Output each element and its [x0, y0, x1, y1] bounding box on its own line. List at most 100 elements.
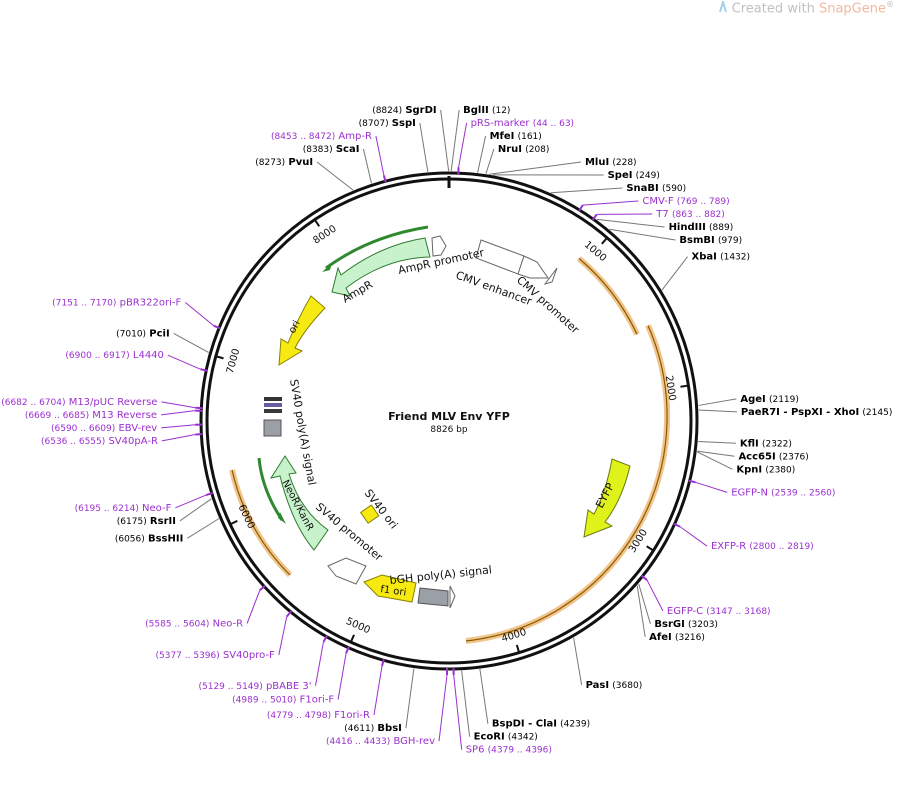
enzyme-label-ecori: EcoRI (4342)	[474, 732, 538, 743]
primer-name: EGFP-C	[667, 606, 703, 617]
primer-label-t7: T7 (863 .. 882)	[655, 209, 725, 220]
primer-range: (4416 .. 4433)	[326, 737, 390, 747]
primer-label-neo-f: (6195 .. 6214) Neo-F	[75, 503, 172, 514]
primer-label-sp6: SP6 (4379 .. 4396)	[466, 745, 552, 756]
leader-line	[161, 424, 196, 429]
feature-arcs	[257, 225, 631, 609]
enzyme-site: (3203)	[688, 620, 718, 630]
primer-range: (2539 .. 2560)	[771, 488, 835, 498]
enzyme-site: (228)	[612, 158, 636, 168]
label-bgh-polya: bGH poly(A) signal	[389, 563, 492, 587]
leader-line	[696, 451, 733, 470]
leader-line	[698, 398, 737, 406]
enzyme-name: KflI	[740, 438, 759, 449]
m13-box-2	[264, 403, 282, 407]
enzyme-site: (6056)	[115, 534, 145, 544]
leader-line	[479, 669, 489, 724]
leader-line	[184, 302, 214, 327]
enzyme-name: XbaI	[692, 252, 717, 263]
leader-line	[638, 583, 651, 625]
primer-site-mark	[688, 479, 696, 484]
primer-name: pBR322ori-F	[120, 297, 182, 308]
primer-range: (7151 .. 7170)	[52, 298, 116, 308]
enzyme-site: (2380)	[765, 465, 795, 475]
primer-range: (5377 .. 5396)	[155, 651, 219, 661]
enzyme-label-bsshii: (6056) BssHII	[115, 533, 183, 544]
watermark-brand: SnapGene	[818, 1, 886, 17]
primer-site-mark	[382, 175, 387, 183]
primer-name: EGFP-N	[731, 487, 768, 498]
label-f1-ori: f1 ori	[380, 584, 407, 599]
ampr-promoter-arrow	[431, 235, 447, 257]
leader-line	[314, 641, 324, 686]
tick-mark	[680, 384, 689, 388]
ori-arrow	[278, 295, 326, 366]
enzyme-name: EcoRI	[474, 732, 505, 743]
eyfp-highlight	[229, 256, 670, 644]
primer-label-neo-r: (5585 .. 5604) Neo-R	[145, 618, 243, 629]
m13-box-1	[264, 397, 282, 401]
enzyme-label-hindiii: HindIII (889)	[669, 222, 734, 233]
leader-line	[375, 135, 385, 176]
leader-line	[161, 401, 196, 409]
leader-line	[419, 122, 429, 172]
cmv-promoter-tip-icon	[543, 267, 558, 285]
primer-name: L4440	[133, 350, 164, 361]
tick-label: 4000	[500, 627, 528, 645]
primer-range: (4379 .. 4396)	[488, 746, 552, 756]
enzyme-name: SnaBI	[626, 183, 658, 194]
enzyme-label-snabi: SnaBI (590)	[626, 183, 686, 194]
f1-ori-arrow	[363, 574, 417, 603]
enzyme-site: (2376)	[779, 452, 809, 462]
enzyme-label-pasi: PasI (3680)	[586, 680, 643, 691]
primer-label-sv40pa-r: (6536 .. 6555) SV40pA-R	[41, 436, 158, 447]
enzyme-name: BspDI - ClaI	[492, 719, 557, 730]
primer-range: (863 .. 882)	[672, 210, 725, 220]
ampr-arrow	[331, 237, 431, 297]
leader-line	[461, 670, 471, 737]
primer-name: CMV-F	[642, 196, 673, 207]
primer-range: (44 .. 63)	[533, 119, 574, 129]
leader-line	[596, 218, 665, 228]
sv40-ori-box	[359, 504, 380, 524]
leader-line	[440, 109, 450, 172]
leader-line	[278, 616, 288, 656]
enzyme-name: PvuI	[288, 157, 313, 168]
primer-range: (8453 .. 8472)	[271, 132, 335, 142]
leader-line	[337, 653, 347, 700]
backbone-outer	[199, 171, 699, 671]
tick-label: 7000	[225, 347, 242, 374]
enzyme-label-mfei: MfeI (161)	[490, 131, 542, 142]
enzyme-name: PasI	[586, 680, 609, 691]
enzyme-label-rsrii: (6175) RsrII	[117, 516, 176, 527]
leader-line	[573, 637, 583, 686]
m13-box-3	[264, 409, 282, 413]
primer-label-f1ori-f: (4989 .. 5010) F1ori-F	[232, 695, 334, 706]
primer-label-m13-rev: (6669 .. 6685) M13 Reverse	[25, 410, 157, 421]
label-ori: ori	[287, 319, 303, 336]
neor-kanr-arrow	[269, 455, 329, 551]
enzyme-label-pcii: (7010) PciI	[116, 328, 170, 339]
enzyme-label-pvui: (8273) PvuI	[255, 157, 313, 168]
enzyme-name: NruI	[498, 144, 522, 155]
enzyme-site: (2145)	[862, 408, 892, 418]
leader-line	[698, 441, 736, 444]
enzyme-label-xbai: XbaI (1432)	[692, 252, 750, 263]
leader-line	[695, 481, 728, 493]
enzyme-label-spei: SpeI (249)	[608, 170, 660, 181]
primer-range: (5585 .. 5604)	[145, 619, 209, 629]
leader-line	[646, 579, 664, 612]
enzyme-label-bspdi: BspDI - ClaI (4239)	[492, 719, 590, 730]
primer-name: T7	[655, 209, 668, 220]
primer-site-mark	[381, 658, 385, 667]
primer-name: EBV-rev	[118, 423, 157, 434]
primer-name: M13/pUC Reverse	[69, 397, 158, 408]
primer-label-l4440: (6900 .. 6917) L4440	[65, 350, 164, 361]
primer-range: (6682 .. 6704)	[1, 398, 65, 408]
enzyme-site: (4611)	[344, 724, 374, 734]
primer-name: Neo-F	[142, 503, 172, 514]
enzyme-site: (208)	[525, 145, 549, 155]
enzyme-label-mlui: MluI (228)	[585, 157, 637, 168]
enzyme-name: BsmBI	[679, 235, 714, 246]
